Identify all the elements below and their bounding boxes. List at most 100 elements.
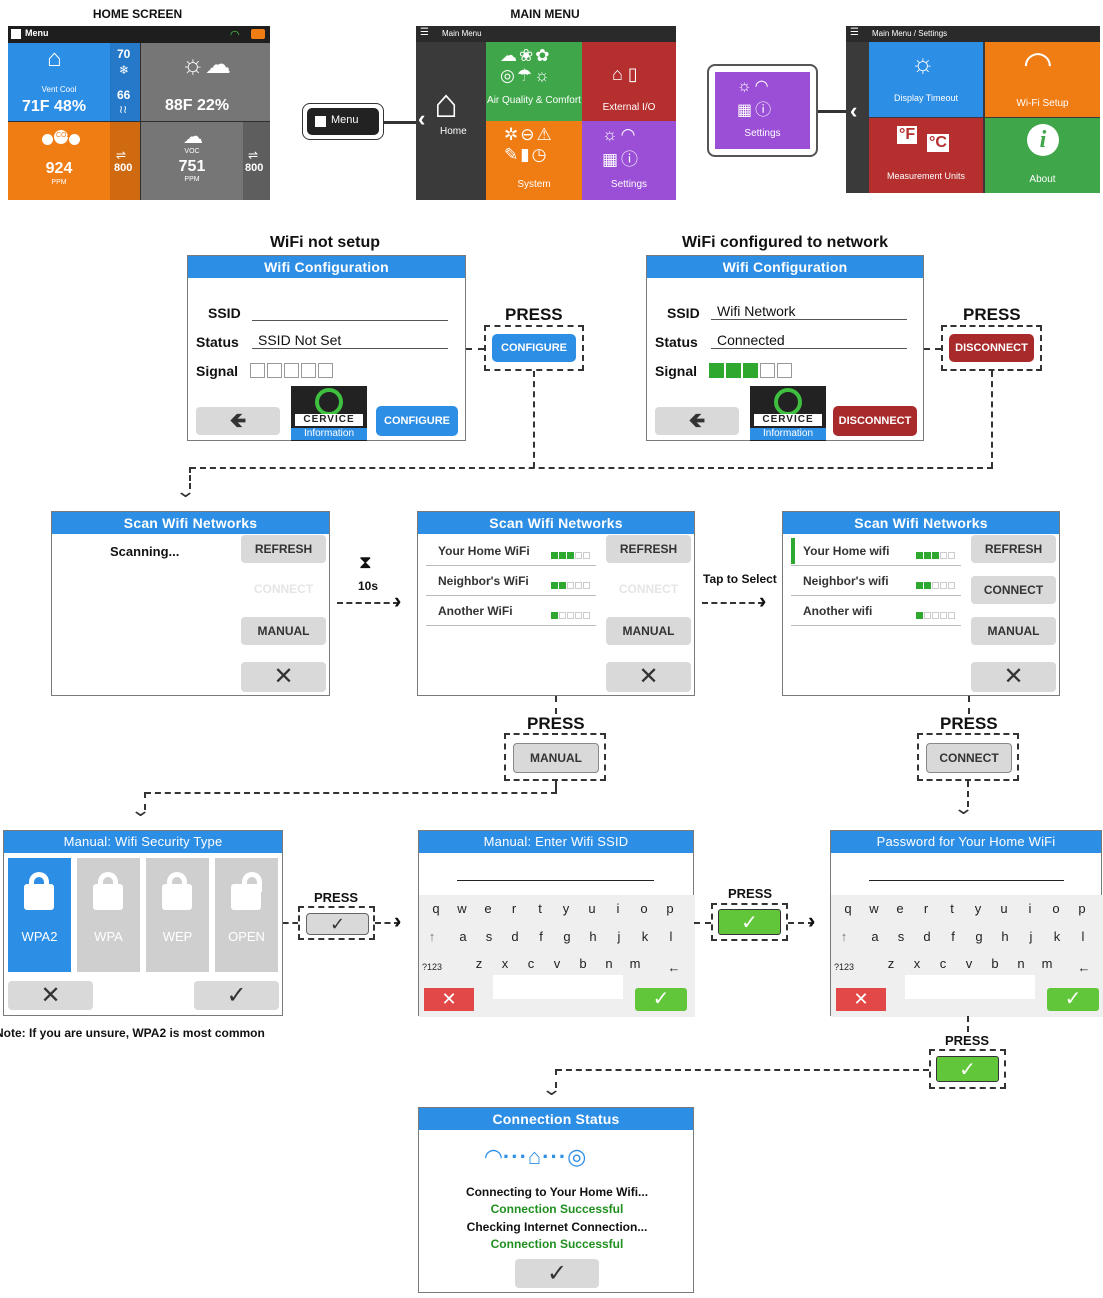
configure-button[interactable]: CONFIGURE [376, 406, 458, 436]
tile-external-io[interactable]: ⌂ ▯ External I/O [582, 42, 676, 121]
shift-key[interactable]: ↑ [428, 929, 436, 944]
key[interactable]: v [965, 956, 973, 971]
refresh-button[interactable]: REFRESH [606, 535, 691, 563]
key[interactable]: d [511, 929, 519, 944]
password-input[interactable] [869, 880, 1064, 881]
key[interactable]: q [844, 901, 852, 916]
key[interactable]: r [511, 901, 517, 916]
key[interactable]: b [579, 956, 587, 971]
disconnect-button[interactable]: DISCONNECT [833, 406, 917, 436]
key[interactable]: l [1081, 929, 1085, 944]
network-row[interactable]: Another WiFi [426, 598, 596, 626]
key[interactable]: m [1041, 956, 1053, 971]
close-icon[interactable]: ✕ [241, 662, 326, 692]
tile-about[interactable]: i About [985, 118, 1100, 193]
back-arrow-button[interactable]: 🡸 [655, 407, 739, 435]
ssid-input[interactable] [457, 880, 654, 881]
key[interactable]: g [563, 929, 571, 944]
connect-button[interactable]: CONNECT [971, 576, 1056, 604]
key[interactable]: v [553, 956, 561, 971]
home-icon[interactable]: ⌂ [434, 82, 459, 126]
co2-tile[interactable]: CO2 924 PPM [8, 122, 110, 200]
tile-measurement-units[interactable]: °F °C Measurement Units [869, 118, 983, 193]
key[interactable]: h [1001, 929, 1009, 944]
option-open[interactable]: OPEN [215, 858, 278, 972]
manual-button[interactable]: MANUAL [606, 617, 691, 645]
key[interactable]: n [1017, 956, 1025, 971]
option-wpa2[interactable]: WPA2 [8, 858, 71, 972]
key[interactable]: t [950, 901, 954, 916]
back-chevron-icon[interactable]: ‹ [850, 98, 858, 123]
voc-tile[interactable]: ☁ VOC 751 PPM [141, 122, 243, 200]
network-row[interactable]: Another wifi [791, 598, 961, 626]
key[interactable]: c [527, 956, 535, 971]
key[interactable]: k [641, 929, 649, 944]
key[interactable]: g [975, 929, 983, 944]
key[interactable]: c [939, 956, 947, 971]
key[interactable]: n [605, 956, 613, 971]
manual-button[interactable]: MANUAL [241, 617, 326, 645]
home-label[interactable]: Home [440, 126, 467, 137]
key[interactable]: y [974, 901, 982, 916]
key[interactable]: x [913, 956, 921, 971]
key[interactable]: e [484, 901, 492, 916]
key[interactable]: u [588, 901, 596, 916]
space-key[interactable] [905, 975, 1035, 999]
key[interactable]: a [871, 929, 879, 944]
option-wep[interactable]: WEP [146, 858, 209, 972]
key[interactable]: p [1078, 901, 1086, 916]
network-row-selected[interactable]: Your Home wifi [791, 538, 961, 566]
key[interactable]: i [616, 901, 620, 916]
key[interactable]: x [501, 956, 509, 971]
key[interactable]: o [640, 901, 648, 916]
tile-wifi-setup[interactable]: ◠ Wi-Fi Setup [985, 42, 1100, 117]
key[interactable]: z [475, 956, 483, 971]
network-row[interactable]: Neighbor's wifi [791, 568, 961, 596]
key[interactable]: p [666, 901, 674, 916]
setpoint-tile[interactable]: 70 ❄ 66 ≀≀ [110, 43, 140, 121]
menu-label[interactable]: Menu [25, 28, 49, 38]
tile-air-quality[interactable]: ☁❀✿◎☂☼ Air Quality & Comfort [486, 42, 582, 121]
key[interactable]: d [923, 929, 931, 944]
key[interactable]: s [897, 929, 905, 944]
key[interactable]: y [562, 901, 570, 916]
network-row[interactable]: Neighbor's WiFi [426, 568, 596, 596]
key[interactable]: j [1029, 929, 1033, 944]
key[interactable]: u [1000, 901, 1008, 916]
tile-system[interactable]: ✲⊖⚠✎▮◷ System [486, 121, 582, 200]
network-row[interactable]: Your Home WiFi [426, 538, 596, 566]
key[interactable]: h [589, 929, 597, 944]
key[interactable]: a [459, 929, 467, 944]
cancel-x-button[interactable]: ✕ [424, 988, 474, 1011]
back-chevron-icon[interactable]: ‹ [418, 106, 426, 131]
key[interactable]: f [539, 929, 543, 944]
key[interactable]: q [432, 901, 440, 916]
numeric-key[interactable]: ?123 [833, 962, 855, 972]
key[interactable]: k [1053, 929, 1061, 944]
refresh-button[interactable]: REFRESH [971, 535, 1056, 563]
key[interactable]: e [896, 901, 904, 916]
tile-display-timeout[interactable]: ☼ Display Timeout [869, 42, 983, 117]
cancel-x-button[interactable]: ✕ [836, 988, 886, 1011]
shift-key[interactable]: ↑ [840, 929, 848, 944]
close-icon[interactable]: ✕ [606, 662, 691, 692]
tile-settings[interactable]: ☼◠▦ⓘ Settings [582, 121, 676, 200]
ok-check-button[interactable]: ✓ [515, 1259, 599, 1288]
key[interactable]: l [669, 929, 673, 944]
backspace-key[interactable]: ← [1077, 960, 1091, 975]
key[interactable]: s [485, 929, 493, 944]
voc-threshold-tile[interactable]: ⇌ 800 [243, 122, 270, 200]
numeric-key[interactable]: ?123 [421, 962, 443, 972]
confirm-check-button[interactable]: ✓ [635, 988, 687, 1011]
cancel-x-button[interactable]: ✕ [8, 981, 93, 1010]
key[interactable]: r [923, 901, 929, 916]
refresh-button[interactable]: REFRESH [241, 535, 326, 563]
key[interactable]: f [951, 929, 955, 944]
backspace-key[interactable]: ← [667, 960, 681, 975]
indoor-tile[interactable]: ⌂ Vent Cool 71F 48% [8, 43, 110, 121]
confirm-check-button[interactable]: ✓ [194, 981, 279, 1010]
option-wpa[interactable]: WPA [77, 858, 140, 972]
key[interactable]: j [617, 929, 621, 944]
key[interactable]: t [538, 901, 542, 916]
outdoor-tile[interactable]: ☼☁ 88F 22% [141, 43, 270, 121]
